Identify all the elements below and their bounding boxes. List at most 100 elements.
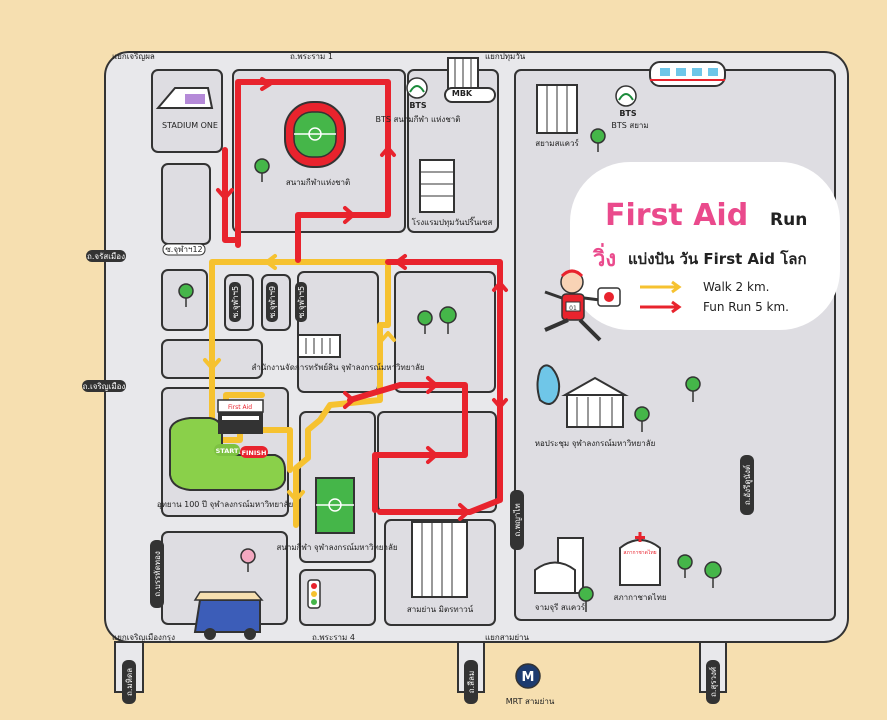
finish-badge: FINISH [240, 446, 268, 458]
road-sign-left-upper: ถ.จรัสเมือง [86, 250, 126, 262]
title-main: First Aid [605, 198, 748, 233]
bts-train-icon [649, 61, 726, 87]
tuk-tuk-icon [193, 591, 264, 640]
road-label-left-lower: ถ.เจริญเมือง [83, 382, 126, 391]
road-label-phayathai: ถ.พญาไท [513, 503, 522, 536]
road-sign-br: ถ.สุรวงศ์ [706, 660, 720, 704]
tree-icon [590, 128, 606, 152]
block-mid-2 [377, 411, 497, 513]
road-sign-left-lower: ถ.เจริญเมือง [82, 380, 126, 392]
road-label-top-right: แยกปทุมวัน [485, 52, 526, 61]
road-label-top-mid: ถ.พระราม 1 [290, 52, 333, 61]
siam-square-building-icon [536, 84, 578, 134]
block-left-1 [161, 163, 211, 245]
label-hotel: โรงแรมปทุมวันปริ๊นเซส [412, 216, 493, 227]
office-building-icon [297, 334, 341, 358]
tree-icon [240, 548, 256, 572]
pond-icon [536, 364, 561, 405]
road-sign-bl: ถ.มหิดล [122, 660, 136, 704]
block-mid-right [394, 271, 496, 393]
road-sign-bm: ถ.สีลม [464, 660, 478, 704]
legend: Walk 2 km. Fun Run 5 km. [640, 280, 789, 314]
tree-icon [634, 406, 650, 432]
start-badge: START [214, 444, 240, 456]
road-label-bl: ถ.มหิดล [125, 668, 134, 696]
road-sign-soi-a: ซ.จุฬาฯ5 [229, 282, 241, 322]
road-label-banthat: ถ.บรรทัดทอง [153, 551, 162, 597]
label-samyan: สามย่าน มิตรทาวน์ [407, 604, 474, 614]
runner-icon: 01 [544, 269, 621, 342]
label-siam-square: สยามสแควร์ [535, 138, 579, 148]
road-label-soi-b: ซ.จุฬาฯ9 [268, 286, 277, 318]
road-label-top-left: แยกเจริญผล [112, 52, 155, 61]
hotel-building-icon [419, 159, 455, 213]
block-stadium-one [151, 69, 223, 153]
road-sign-soi12: ซ.จุฬาฯ12 [162, 243, 206, 256]
road-label-soi-a: ซ.จุฬาฯ5 [231, 286, 240, 318]
football-field-icon [315, 477, 355, 534]
tree-icon [254, 158, 270, 182]
road-label-bottom-left: แยกเจริญเมืองกรุง [112, 633, 175, 642]
tree-icon [677, 554, 693, 578]
mbk-building-icon [444, 57, 496, 103]
road-sign-henri: ถ.อังรีดูนังต์ [740, 455, 754, 515]
tree-icon [439, 306, 457, 334]
tree-icon [685, 376, 701, 402]
label-field: สนามกีฬา จุฬาลงกรณ์มหาวิทยาลัย [276, 542, 397, 552]
red-cross-sign: สภากาชาดไทย [623, 549, 656, 556]
first-aid-booth-icon: First Aid [217, 399, 264, 434]
bts-national-icon [406, 77, 428, 99]
run-route [222, 79, 503, 515]
road-label-bottom-right: แยกสามย่าน [485, 633, 530, 642]
svg-text:M: M [522, 670, 535, 685]
label-chamchuri: จามจุรี สแควร์ [535, 602, 586, 612]
label-bts-logo: BTS [409, 101, 427, 110]
road-sign-soi-c: ซ.จุฬาฯ5 [295, 282, 307, 322]
start-label: START [216, 447, 239, 455]
red-cross-building-icon: สภากาชาดไทย [619, 532, 661, 586]
chamchuri-building-icon [534, 537, 584, 594]
traffic-light-icon [307, 579, 321, 609]
samyan-building-icon [411, 521, 468, 598]
run-arrows [216, 77, 508, 521]
legend-walk: Walk 2 km. [703, 280, 769, 294]
road-label-henri: ถ.อังรีดูนังต์ [742, 465, 753, 505]
runner-bib: 01 [569, 305, 577, 312]
road-label-soi12: ซ.จุฬาฯ12 [165, 245, 202, 254]
block-left-2 [161, 269, 208, 331]
mrt-icon: M [515, 663, 541, 689]
legend-run: Fun Run 5 km. [703, 300, 789, 314]
road-label-soi-c: ซ.จุฬาฯ5 [297, 286, 306, 318]
tree-icon [578, 586, 594, 612]
title-card: First Aid Run วิ่ง แบ่งปัน วัน First Aid… [544, 162, 840, 342]
subtitle-rest: แบ่งปัน วัน First Aid โลก [628, 249, 807, 268]
tree-icons [178, 128, 722, 612]
stadium-icon [284, 101, 346, 168]
road-label-bm: ถ.สีลม [467, 671, 476, 693]
stadium-one-icon [155, 87, 214, 109]
label-bts-siam: BTS สยาม [611, 121, 648, 130]
tree-icon [704, 561, 722, 588]
title-suffix: Run [770, 210, 807, 230]
label-bts-national: BTS สนามกีฬา แห่งชาติ [376, 115, 461, 124]
block-office [297, 271, 379, 393]
label-stadium-one: STADIUM ONE [162, 121, 218, 130]
booth-label: First Aid [228, 404, 252, 411]
tree-icon [417, 310, 433, 334]
label-hall: หอประชุม จุฬาลงกรณ์มหาวิทยาลัย [535, 438, 656, 448]
label-park: อุทยาน 100 ปี จุฬาลงกรณ์มหาวิทยาลัย [157, 499, 293, 509]
label-office: สำนักงานจัดการทรัพย์สิน จุฬาลงกรณ์มหาวิท… [251, 362, 424, 372]
subtitle-highlight: วิ่ง [592, 242, 616, 272]
label-redcross: สภากาชาดไทย [613, 593, 666, 602]
bts-siam-icon [615, 85, 637, 107]
label-bts-logo-2: BTS [619, 109, 637, 118]
tree-icon [178, 283, 194, 307]
road-sign-banthat: ถ.บรรทัดทอง [150, 540, 164, 608]
auditorium-building-icon [561, 376, 629, 428]
label-stadium: สนามกีฬาแห่งชาติ [286, 178, 350, 187]
road-label-br: ถ.สุรวงศ์ [708, 667, 718, 697]
road-sign-phayathai: ถ.พญาไท [510, 490, 524, 550]
road-sign-soi-b: ซ.จุฬาฯ9 [266, 282, 278, 322]
label-mrt: MRT สามย่าน [506, 697, 555, 706]
